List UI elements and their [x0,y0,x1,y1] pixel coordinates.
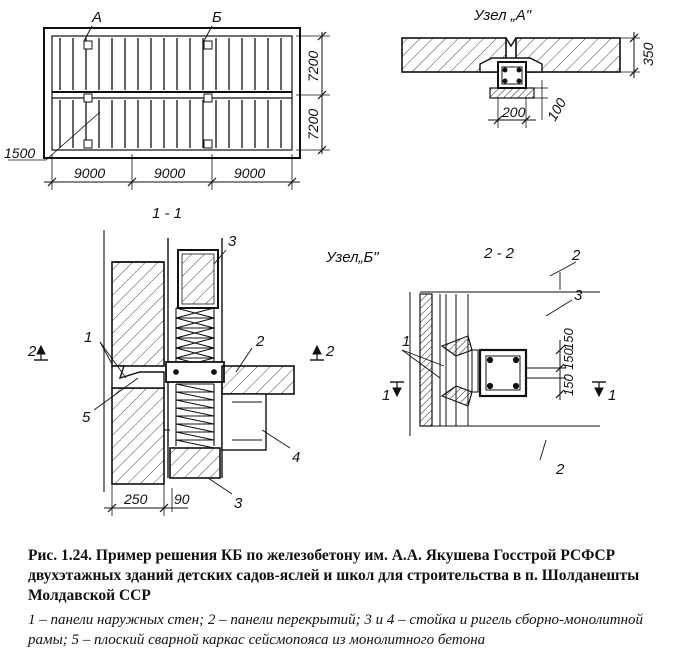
plan-panel-ribs [59,38,282,148]
section-1-1-detail [34,230,324,516]
figure-caption-legend: 1 – панели наружных стен; 2 – панели пер… [28,610,658,650]
section-2-2-detail [390,261,606,461]
drawing-stroke [175,431,215,441]
s22-dim-3: 150 [561,374,576,396]
plan-dim-height-1: 7200 [305,51,321,82]
node-b-title: Узел„Б" [325,249,379,266]
s22-dim-2: 150 [561,348,576,370]
plan-dim-span-2: 9000 [154,165,185,181]
drawing-stroke [175,317,215,329]
s11-cut-left: 2 [27,343,37,360]
node-a-dim-height: 350 [640,42,656,66]
plan-dim-span-3: 9000 [234,165,265,181]
frame-post-reinforcement [175,307,215,369]
s22-callout-1: 1 [402,333,410,350]
drawing-stroke [175,439,215,449]
plan-view [8,25,330,190]
drawing-stroke [175,399,215,409]
caption-legend-text: 1 – панели наружных стен; 2 – панели пер… [28,612,644,648]
s11-callout-4: 4 [292,449,300,466]
drawing-stroke [175,423,215,433]
node-a-dim-width: 200 [501,104,526,120]
drawing-stroke [175,327,215,339]
drawing-stroke [175,415,215,425]
drawing-stroke [175,307,215,319]
plan-dim-span-1: 9000 [74,165,105,181]
s11-cut-right: 2 [325,343,335,360]
section-2-2-title: 2 - 2 [483,245,515,262]
drawing-stroke [175,383,215,393]
caption-title-text: Рис. 1.24. Пример решения КБ по железобе… [28,547,640,604]
figure-caption-title: Рис. 1.24. Пример решения КБ по железобе… [28,546,658,606]
s11-callout-1: 1 [84,329,92,346]
s11-callout-2: 2 [255,333,265,350]
s22-dim-1: 150 [561,328,576,350]
s11-callout-3-bottom: 3 [234,495,243,512]
section-1-1-title: 1 - 1 [152,205,182,222]
node-a-detail [401,32,640,128]
s11-callout-3-top: 3 [228,233,237,250]
s22-cut-left: 1 [382,387,390,404]
s11-callout-5: 5 [82,409,91,426]
technical-drawing: А Б 7200 7200 9000 9000 9000 1500 Узел „… [4,7,656,516]
plan-dim-height-2: 7200 [305,109,321,140]
s22-callout-2-top: 2 [571,247,581,264]
drawing-stroke [175,337,215,349]
frame-beam-reinforcement [175,383,215,449]
node-a-dim-gap: 100 [544,95,570,123]
s22-cut-right: 1 [608,387,616,404]
s22-callout-3: 3 [574,287,583,304]
drawing-stroke [175,391,215,401]
s11-dim-gap: 90 [174,491,190,507]
node-a-title: Узел „А" [473,7,532,24]
s22-callout-2-bottom: 2 [555,461,565,478]
drawing-stroke [175,407,215,417]
plan-label-a: А [91,9,102,26]
s11-dim-width: 250 [123,491,148,507]
plan-label-b: Б [212,9,222,26]
plan-dim-offset: 1500 [4,145,35,161]
drawing-stroke [175,347,215,359]
